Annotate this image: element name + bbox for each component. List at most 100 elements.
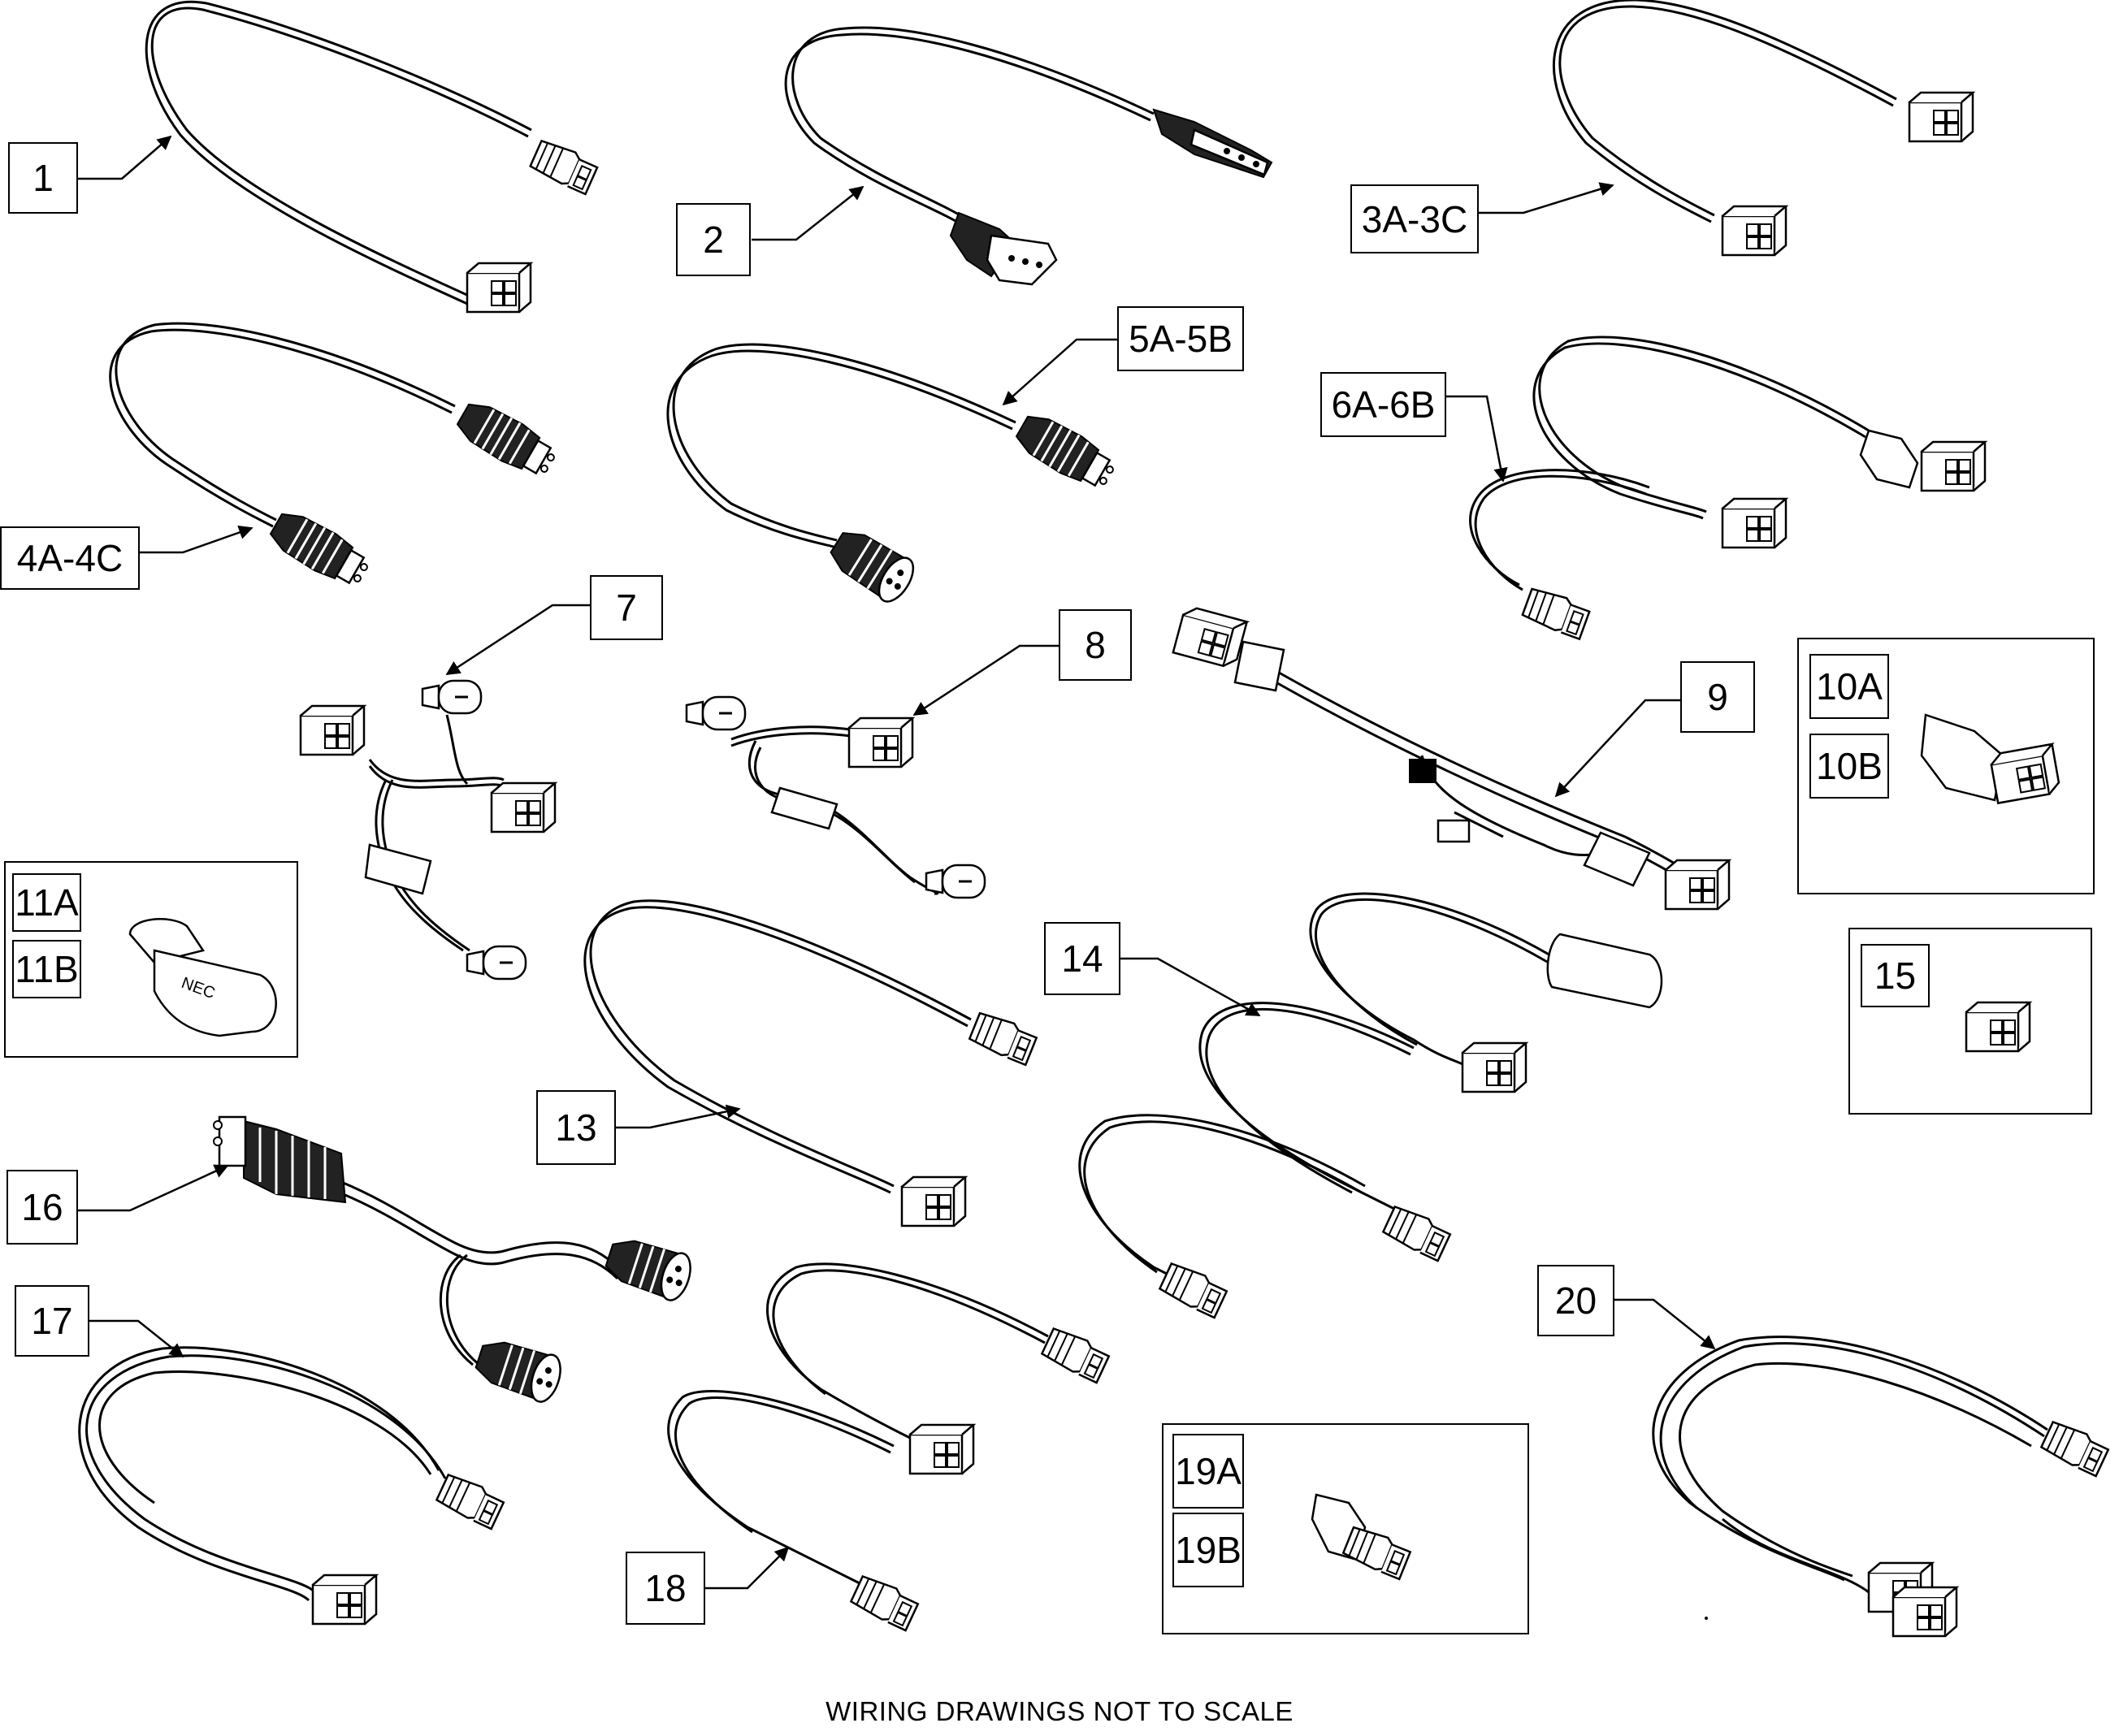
callout-3a-3c: 3A-3C [1350, 184, 1479, 253]
leader-3 [1479, 182, 1614, 214]
cable-14-connector-b [1380, 1202, 1454, 1262]
callout-4a-4c: 4A-4C [0, 526, 140, 590]
callout-9: 9 [1680, 661, 1755, 733]
group-frame-19 [1162, 1423, 1529, 1634]
leader-6 [1445, 395, 1508, 483]
cable-2-connector-b [949, 211, 1058, 286]
cable-20 [1652, 1336, 2048, 1594]
callout-18: 18 [626, 1552, 705, 1625]
callout-19a: 19A [1172, 1434, 1244, 1509]
leader-18 [705, 1546, 790, 1590]
callout-7: 7 [590, 575, 663, 640]
part-11-sensor: NEC [128, 918, 277, 1037]
cable-8-fuse [770, 786, 838, 830]
leader-1 [77, 135, 172, 180]
cable-5-connector-b [822, 521, 921, 608]
cable-5 [666, 343, 1016, 548]
callout-15: 15 [1861, 944, 1930, 1007]
cable-14-sensor [1546, 933, 1663, 1009]
cable-16-connector-socket-b [470, 1331, 567, 1407]
leader-4 [138, 525, 254, 554]
cable-13-connector-a [967, 1009, 1040, 1067]
callout-14: 14 [1044, 922, 1120, 995]
stray-mark [1705, 1617, 1708, 1620]
cable-9-plug-small [1436, 819, 1471, 843]
cable-4-connector-b [264, 504, 375, 595]
cable-7-connector-b [490, 781, 557, 833]
cable-3-connector-a [1908, 91, 1974, 143]
cable-8-sensor-a [685, 695, 747, 731]
leader-8 [912, 644, 1060, 716]
cable-7-sensor-b [466, 945, 527, 981]
callout-6a-6b: 6A-6B [1320, 372, 1446, 437]
cable-16-connector-socket-a [600, 1230, 697, 1305]
cable-2-connector-a [1152, 108, 1273, 179]
leader-17 [89, 1319, 184, 1358]
cable-7-connector-a [299, 704, 366, 756]
group-frame-11 [4, 861, 298, 1058]
group-frame-15 [1848, 928, 2092, 1115]
cable-18-connector-a [1039, 1324, 1112, 1384]
leader-9 [1554, 699, 1682, 798]
cable-7 [368, 714, 505, 952]
cable-14 [1078, 892, 1557, 1285]
cable-7-fuse [364, 843, 432, 895]
leader-20 [1613, 1298, 1716, 1350]
leader-14 [1120, 957, 1261, 1017]
cable-2 [784, 26, 1155, 227]
cable-16 [340, 1180, 619, 1366]
cable-4 [109, 322, 456, 528]
cable-3 [1553, 0, 1897, 223]
cable-16-connector-plug [213, 1115, 347, 1204]
callout-13: 13 [536, 1090, 616, 1165]
leader-2 [752, 185, 864, 241]
part-19-connector [1311, 1493, 1414, 1581]
callout-20: 20 [1537, 1265, 1614, 1336]
callout-16: 16 [6, 1170, 78, 1245]
cable-13-connector-b [900, 1175, 967, 1227]
cable-6-connector-b [1721, 497, 1788, 549]
cable-1-connector-a [527, 136, 600, 196]
callout-19b: 19B [1172, 1513, 1244, 1587]
part-10-connector [1920, 713, 2062, 804]
leader-16 [77, 1164, 229, 1212]
group-frame-10 [1797, 638, 2095, 894]
cable-20-connector-c [1892, 1586, 1958, 1638]
cable-13 [583, 899, 972, 1194]
cable-18 [667, 1262, 1049, 1586]
callout-5a-5b: 5A-5B [1117, 306, 1244, 371]
leader-5 [1002, 338, 1120, 406]
cable-3-connector-b [1721, 205, 1788, 257]
cable-9-connector-a [1172, 604, 1285, 692]
callout-10b: 10B [1809, 734, 1889, 799]
callout-10a: 10A [1809, 654, 1889, 719]
cable-5-connector-a [1010, 406, 1121, 497]
cable-6 [1469, 336, 1870, 591]
callout-17: 17 [15, 1285, 89, 1357]
cable-9-ferrite [1583, 831, 1651, 887]
cable-1 [145, 0, 532, 309]
callout-11a: 11A [12, 873, 81, 932]
cable-6-connector-c [1520, 584, 1592, 640]
cable-14-connector-a [1461, 1041, 1528, 1093]
cable-20-connector-a [2039, 1418, 2112, 1478]
callout-2: 2 [676, 203, 751, 276]
cable-9-clip [1409, 759, 1436, 783]
cable-7-sensor-a [421, 679, 483, 715]
cable-4-connector-a [451, 394, 562, 485]
cable-17-connector-a [434, 1470, 507, 1530]
callout-1: 1 [8, 142, 78, 214]
callout-11b: 11B [12, 940, 81, 998]
cable-18-connector-b [908, 1423, 975, 1475]
cable-1-connector-b [466, 262, 532, 314]
callout-8: 8 [1059, 609, 1132, 681]
cable-8-connector [847, 716, 914, 768]
footer-note: WIRING DRAWINGS NOT TO SCALE [826, 1696, 1294, 1726]
leader-13 [615, 1104, 741, 1129]
cable-9-connector-b [1664, 859, 1731, 911]
cable-6-connector-a [1859, 429, 1987, 492]
cable-18-connector-c [848, 1572, 921, 1632]
cable-14-connector-c [1157, 1259, 1230, 1319]
leader-7 [445, 604, 592, 676]
